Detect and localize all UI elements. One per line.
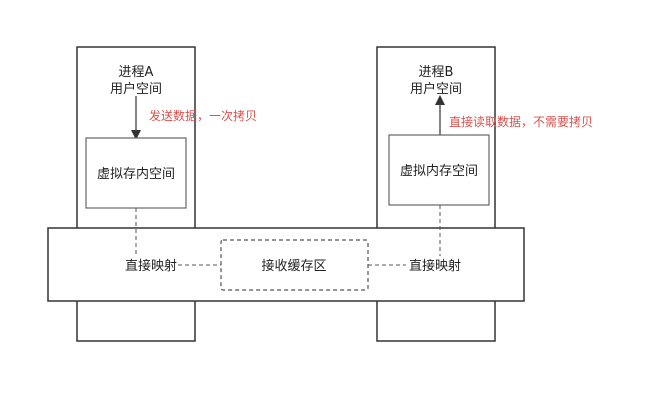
process-a-virtual-memory-label: 虚拟存内空间 xyxy=(97,166,175,182)
process-b-user-space-label: 用户空间 xyxy=(410,81,462,97)
process-b-virtual-memory-box xyxy=(388,134,490,206)
process-a-virtual-memory-box xyxy=(85,137,187,209)
process-a-title: 进程A xyxy=(119,65,154,80)
kernel-left-mapping-label: 直接映射 xyxy=(125,258,177,274)
receive-buffer-label: 接收缓存区 xyxy=(261,258,326,274)
process-a-send-note: 发送数据，一次拷贝 xyxy=(149,108,257,123)
process-a-user-space-label: 用户空间 xyxy=(110,81,162,97)
process-b-read-note: 直接读取数据，不需要拷贝 xyxy=(449,114,593,129)
kernel-right-mapping-label: 直接映射 xyxy=(409,258,461,274)
process-b-virtual-memory-label: 虚拟内存空间 xyxy=(400,163,478,179)
process-b-title: 进程B xyxy=(419,65,454,80)
